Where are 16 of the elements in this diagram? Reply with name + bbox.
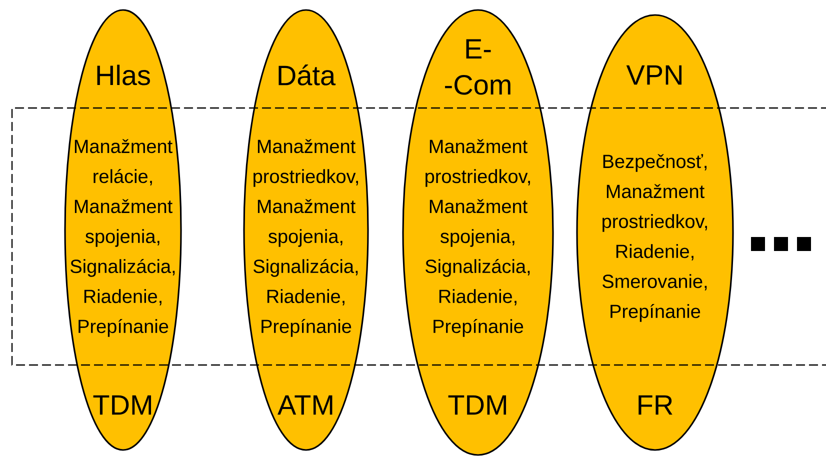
protocol-label: ATM bbox=[278, 395, 332, 415]
column-heading: Dáta bbox=[278, 64, 336, 86]
function-list: Manažment relácie, Manažment spojenia, Signalizácia, Riadenie, Prepínanie bbox=[70, 139, 175, 337]
oval-column bbox=[576, 14, 734, 451]
column-heading: VPN bbox=[626, 65, 682, 85]
function-list: Manažment prostriedkov, Manažment spojenia, Signalizácia, Riadenie, Prepínanie bbox=[426, 139, 530, 337]
function-list: Manažment prostriedkov, Manažment spojenia, Signalizácia, Riadenie, Prepínanie bbox=[254, 139, 358, 337]
protocol-label: TDM bbox=[93, 395, 152, 415]
column-heading: Hlas bbox=[97, 64, 150, 86]
protocol-label: FR bbox=[638, 395, 672, 415]
oval-column bbox=[243, 9, 369, 451]
oval-column bbox=[64, 9, 182, 451]
function-list: Bezpečnosť, Manažment prostriedkov, Riadenie, Smerovanie, Prepínanie bbox=[602, 154, 707, 322]
protocol-label: TDM bbox=[448, 395, 506, 415]
oval-column bbox=[402, 9, 554, 456]
column-heading: E- -Com bbox=[445, 39, 510, 95]
